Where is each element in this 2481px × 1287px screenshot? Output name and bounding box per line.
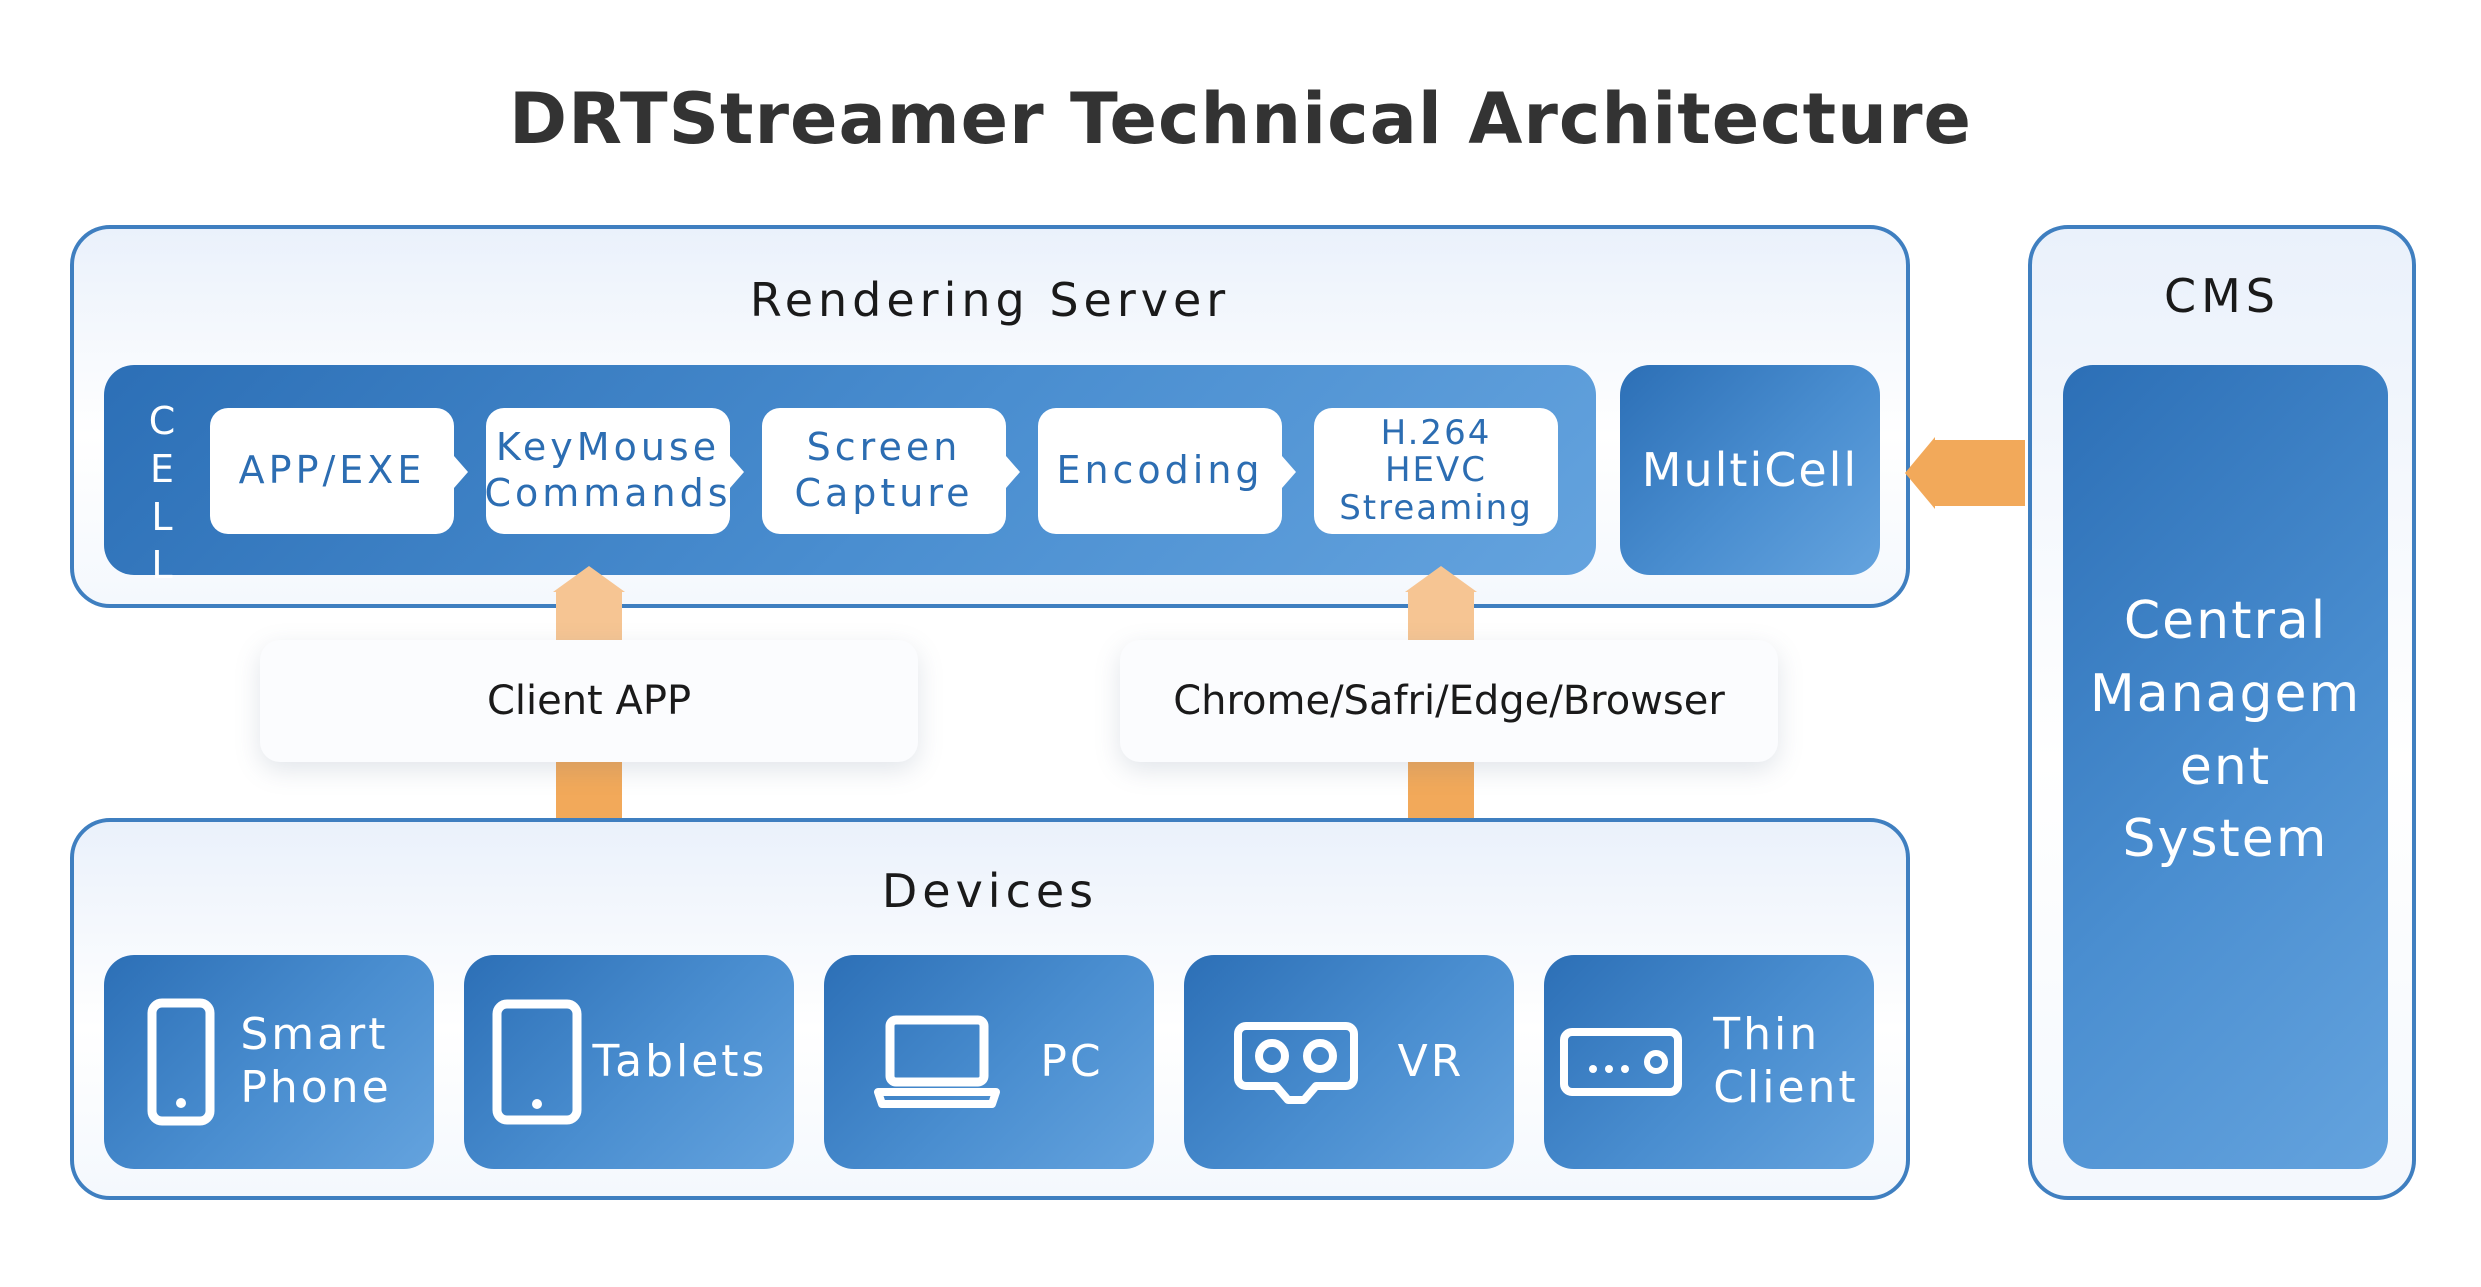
- pipeline-step-encoding: Encoding: [1038, 408, 1282, 534]
- device-label: Smart Phone: [240, 1009, 392, 1113]
- device-pc: PC: [824, 955, 1154, 1169]
- tablet-icon: [492, 999, 582, 1125]
- device-label: PC: [1040, 1035, 1104, 1087]
- vr-headset-icon: [1233, 1022, 1358, 1104]
- browser-client-label: Chrome/Safri/Edge/Browser: [1173, 678, 1725, 724]
- multicell-block: MultiCell: [1620, 365, 1880, 575]
- browser-arrow-upper: [1408, 592, 1474, 640]
- laptop-icon: [874, 1015, 1001, 1108]
- cell-label: CELL: [140, 399, 184, 591]
- rendering-server-title: Rendering Server: [749, 273, 1231, 327]
- device-label: Thin Client: [1713, 1009, 1859, 1113]
- chevron-right-icon: [1006, 456, 1020, 488]
- devices-title: Devices: [881, 864, 1099, 918]
- thin-client-icon: [1560, 1028, 1683, 1096]
- cms-body-label: Central Managem ent System: [2089, 591, 2362, 870]
- device-tablets: Tablets: [464, 955, 794, 1169]
- central-management-system-block: Central Managem ent System: [2063, 365, 2388, 1169]
- client-app-arrow-lower: [556, 762, 622, 822]
- pipeline-step-app-exe: APP/EXE: [210, 408, 454, 534]
- pipeline-step-keymouse-commands: KeyMouse Commands: [484, 408, 730, 534]
- chevron-right-icon: [1282, 456, 1296, 488]
- pipeline-step-streaming: H.264 HEVC Streaming: [1314, 408, 1558, 534]
- device-smart-phone: Smart Phone: [104, 955, 434, 1169]
- device-vr: VR: [1184, 955, 1514, 1169]
- client-app-box: Client APP: [260, 640, 918, 762]
- device-label: Tablets: [592, 1035, 768, 1087]
- device-thin-client: Thin Client: [1544, 955, 1874, 1169]
- arrow-up-icon: [1405, 566, 1477, 592]
- device-label: VR: [1397, 1035, 1465, 1087]
- browser-arrow-lower: [1408, 762, 1474, 822]
- multicell-label: MultiCell: [1641, 443, 1859, 497]
- client-app-arrow-upper: [556, 592, 622, 640]
- chevron-right-icon: [730, 456, 744, 488]
- arrow-up-icon: [553, 566, 625, 592]
- pipeline-step-screen-capture: Screen Capture: [762, 408, 1006, 534]
- chevron-right-icon: [454, 456, 468, 488]
- smartphone-icon: [147, 998, 215, 1126]
- cms-title: CMS: [2163, 269, 2280, 323]
- arrow-left-icon: [1905, 437, 1935, 509]
- diagram-title: DRTStreamer Technical Architecture: [509, 78, 1972, 160]
- browser-client-box: Chrome/Safri/Edge/Browser: [1120, 640, 1778, 762]
- client-app-label: Client APP: [486, 678, 692, 724]
- cms-to-multicell-arrow-shaft: [1935, 440, 2025, 506]
